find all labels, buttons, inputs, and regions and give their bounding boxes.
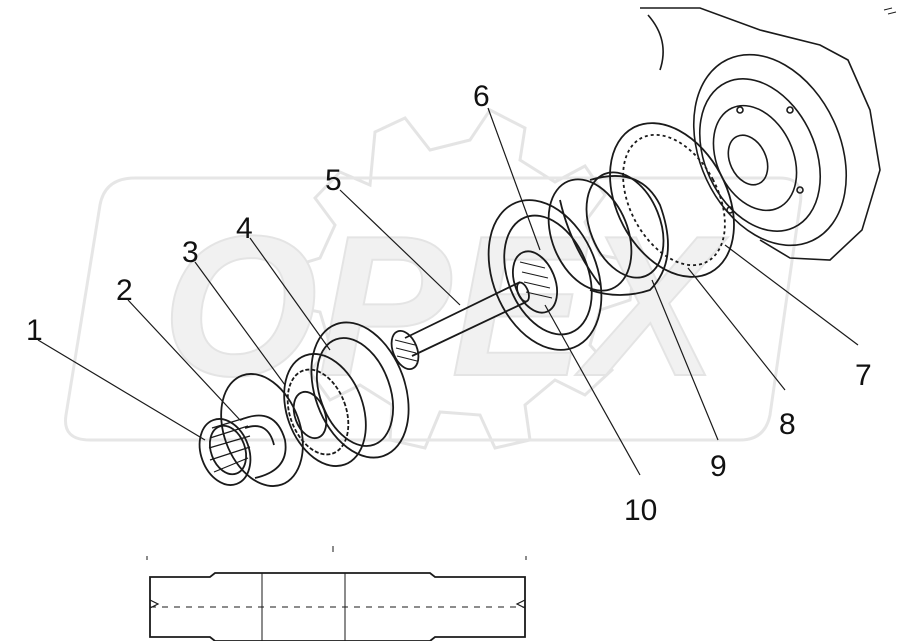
part-6-flange-plate	[487, 199, 603, 351]
callout-6: 6	[473, 80, 490, 113]
callout-8: 8	[779, 408, 796, 441]
part-4-gear-flange	[283, 321, 410, 467]
watermark-text: OPEX	[162, 195, 728, 418]
callout-1: 1	[26, 314, 43, 347]
part-5-shaft	[390, 281, 530, 370]
callout-2: 2	[116, 274, 133, 307]
callout-labels: 1 2 3 4 5 6 7 8 9 10	[26, 80, 872, 527]
callout-10: 10	[624, 494, 657, 527]
part-2-bushing	[239, 414, 287, 479]
callout-5: 5	[325, 164, 342, 197]
callout-9: 9	[710, 450, 727, 483]
leader-lines	[37, 107, 859, 476]
part-1-nut	[198, 417, 252, 486]
callout-4: 4	[236, 212, 253, 245]
part-9-bearing-housing	[547, 171, 669, 296]
part-7-gasket	[609, 122, 735, 278]
watermark-logo: OPEX	[64, 108, 803, 450]
callout-3: 3	[182, 236, 199, 269]
callout-7: 7	[855, 359, 872, 392]
shaft-side-view	[146, 546, 527, 641]
